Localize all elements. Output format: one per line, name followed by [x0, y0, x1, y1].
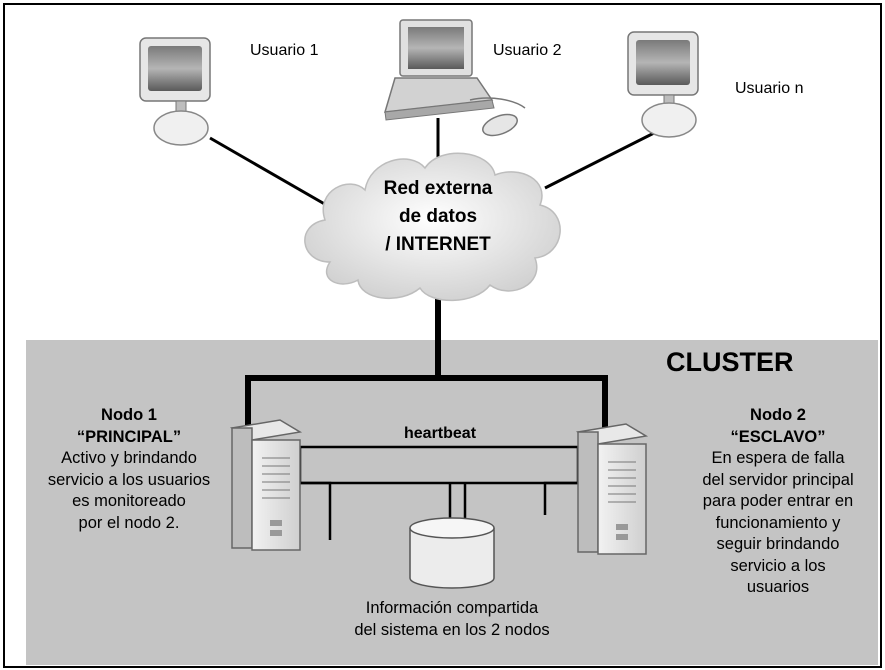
user1-label: Usuario 1 — [250, 42, 319, 59]
node2-server-icon — [575, 423, 649, 555]
diagram-frame — [3, 3, 882, 668]
node1-desc-line: Activo y brindando — [61, 449, 197, 467]
node2-desc-line: servicio a los — [730, 556, 826, 575]
node2-desc-line: funcionamiento y — [715, 513, 841, 532]
shared-storage-icon — [409, 517, 495, 589]
usern-computer-icon — [627, 31, 699, 138]
storage-label: Información compartida del sistema en lo… — [342, 597, 562, 641]
node1-server-icon — [229, 419, 303, 551]
cluster-bus — [245, 375, 608, 430]
node2-name: Nodo 2 — [750, 406, 806, 424]
node1-desc-line: es monitoreado — [72, 492, 186, 510]
node2-desc-line: para poder entrar en — [702, 492, 854, 510]
node2-desc-line: del servidor principal — [702, 470, 854, 489]
node1-desc-line: servicio a los usuarios — [47, 470, 211, 489]
cluster-title: CLUSTER — [666, 347, 794, 377]
storage-label-line: Información compartida — [365, 599, 539, 617]
node2-role: “ESCLAVO” — [730, 427, 826, 446]
internet-cloud-icon — [304, 152, 561, 302]
node1-description: Nodo 1 “PRINCIPAL” Activo y brindando se… — [30, 405, 228, 534]
node2-desc-line: usuarios — [746, 578, 810, 596]
user2-computer-icon — [383, 19, 526, 137]
usern-label: Usuario n — [735, 80, 804, 97]
node1-name: Nodo 1 — [101, 406, 157, 424]
heartbeat-link — [298, 445, 580, 485]
user2-label: Usuario 2 — [493, 42, 562, 59]
node2-desc-line: En espera de falla — [711, 449, 845, 467]
node1-role: “PRINCIPAL” — [76, 427, 182, 446]
storage-label-line: del sistema en los 2 nodos — [354, 621, 550, 639]
node2-desc-line: seguir brindando — [716, 535, 840, 553]
cloud-label-line1: Red externa — [383, 178, 493, 199]
node2-description: Nodo 2 “ESCLAVO” En espera de falla del … — [678, 405, 878, 599]
cloud-label-line2: de datos — [398, 206, 478, 227]
node1-desc-line: por el nodo 2. — [78, 513, 180, 532]
heartbeat-label: heartbeat — [404, 425, 477, 442]
user1-computer-icon — [139, 37, 211, 146]
cluster-area — [26, 340, 878, 665]
cloud-label: Red externa de datos / INTERNET — [353, 175, 523, 259]
cloud-label-line3: / INTERNET — [385, 234, 491, 255]
